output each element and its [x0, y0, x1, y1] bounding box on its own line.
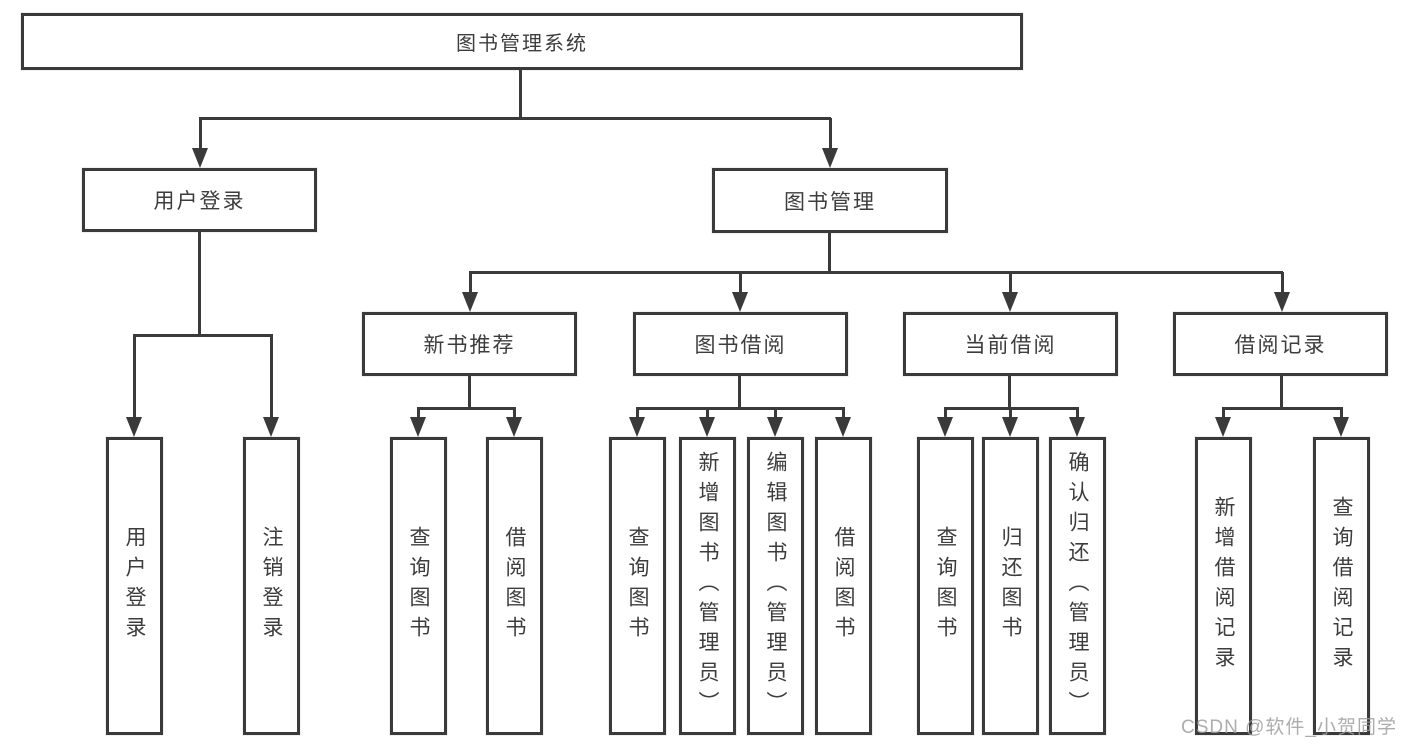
arrow-to-current-borrow	[1002, 272, 1018, 312]
leaf-add-borrow-record-label: 新增借阅记录	[1212, 496, 1235, 676]
leaf-add-books-admin: 新增图书（管理员）	[679, 437, 736, 735]
connector-book-mgmt-stem	[828, 233, 831, 273]
arrow-to-leaf-logout	[263, 335, 279, 437]
connector-borrow-record-branch	[1222, 407, 1343, 410]
arrow-to-book-borrow	[732, 272, 748, 312]
connector-book-borrow-stem	[738, 376, 741, 409]
arrow-to-leaf-add-record	[1215, 408, 1231, 437]
leaf-query-borrow-record: 查询借阅记录	[1313, 437, 1370, 735]
leaf-edit-books-admin-label: 编辑图书（管理员）	[764, 451, 787, 721]
arrow-to-book-management	[822, 118, 838, 168]
leaf-add-borrow-record: 新增借阅记录	[1195, 437, 1252, 735]
connector-book-borrow-branch	[636, 407, 845, 410]
leaf-confirm-return-admin: 确认归还（管理员）	[1049, 437, 1106, 735]
connector-borrow-record-stem	[1280, 376, 1283, 409]
arrow-to-leaf-return-books	[1002, 408, 1018, 437]
leaf-edit-books-admin: 编辑图书（管理员）	[747, 437, 804, 735]
leaf-user-login-label: 用户登录	[123, 526, 146, 646]
arrow-to-leaf-query-recommend	[410, 408, 426, 437]
leaf-return-books-label: 归还图书	[999, 526, 1022, 646]
node-borrow-record: 借阅记录	[1173, 312, 1388, 376]
arrow-to-leaf-user-login	[126, 335, 142, 437]
arrow-to-leaf-borrow-recommend	[506, 408, 522, 437]
connector-current-borrow-stem	[1008, 376, 1011, 409]
leaf-return-books: 归还图书	[982, 437, 1039, 735]
node-current-borrow: 当前借阅	[903, 312, 1118, 376]
arrow-to-leaf-borrow-books	[835, 408, 851, 437]
connector-root-branch	[199, 117, 831, 120]
leaf-query-books-current-label: 查询图书	[934, 526, 957, 646]
arrow-to-leaf-query-current	[937, 408, 953, 437]
arrow-to-leaf-edit-books	[767, 408, 783, 437]
node-book-borrow: 图书借阅	[633, 312, 848, 376]
connector-recommend-branch	[417, 407, 516, 410]
node-book-management: 图书管理	[712, 168, 948, 233]
leaf-logout-label: 注销登录	[260, 526, 283, 646]
connector-user-login-branch	[133, 334, 273, 337]
leaf-query-borrow-record-label: 查询借阅记录	[1330, 496, 1353, 676]
node-user-login: 用户登录	[82, 168, 317, 232]
arrow-to-leaf-query-borrow	[629, 408, 645, 437]
leaf-query-books-recommend: 查询图书	[390, 437, 447, 735]
csdn-watermark: CSDN @软件_小贺同学	[1181, 717, 1397, 738]
connector-user-login-stem	[198, 232, 201, 336]
arrow-to-borrow-record	[1274, 272, 1290, 312]
connector-recommend-stem	[468, 376, 471, 409]
arrow-to-leaf-add-books	[699, 408, 715, 437]
connector-current-borrow-branch	[944, 407, 1079, 410]
leaf-query-books-borrow-label: 查询图书	[626, 526, 649, 646]
leaf-borrow-books: 借阅图书	[815, 437, 872, 735]
leaf-add-books-admin-label: 新增图书（管理员）	[696, 451, 719, 721]
leaf-logout: 注销登录	[243, 437, 300, 735]
arrow-to-new-book-recommend	[462, 272, 478, 312]
leaf-query-books-borrow: 查询图书	[609, 437, 666, 735]
leaf-borrow-books-label: 借阅图书	[832, 526, 855, 646]
node-new-book-recommend: 新书推荐	[362, 312, 577, 376]
arrow-to-leaf-query-record	[1333, 408, 1349, 437]
leaf-borrow-books-recommend-label: 借阅图书	[503, 526, 526, 646]
leaf-user-login: 用户登录	[106, 437, 163, 735]
arrow-to-leaf-confirm-return	[1069, 408, 1085, 437]
leaf-borrow-books-recommend: 借阅图书	[486, 437, 543, 735]
arrow-to-user-login	[192, 118, 208, 168]
node-library-management-system: 图书管理系统	[21, 13, 1023, 70]
leaf-confirm-return-admin-label: 确认归还（管理员）	[1066, 451, 1089, 721]
leaf-query-books-current: 查询图书	[917, 437, 974, 735]
connector-root-stem	[519, 70, 522, 118]
leaf-query-books-recommend-label: 查询图书	[407, 526, 430, 646]
connector-book-mgmt-branch	[469, 271, 1283, 274]
